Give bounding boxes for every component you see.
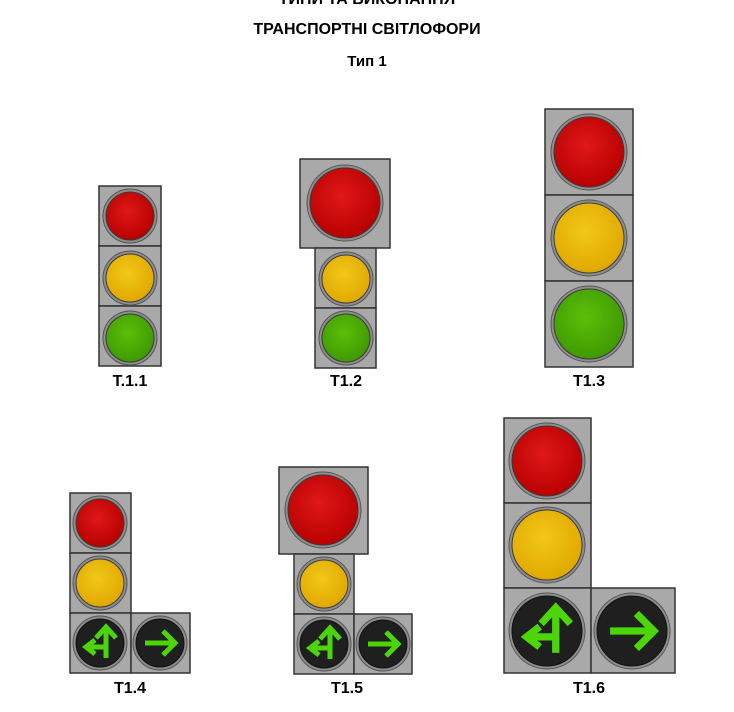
yellow-lens (511, 509, 583, 581)
signal-label-t13: T1.3 (572, 373, 605, 390)
signal-t12 (299, 158, 391, 369)
yellow-lens (553, 202, 625, 274)
green-lens (105, 313, 155, 363)
green-lens (321, 313, 371, 363)
red-lens (75, 498, 125, 548)
green-lens (553, 288, 625, 360)
red-lens (511, 425, 583, 497)
right-arrow-icon (368, 630, 402, 658)
red-lens (105, 191, 155, 241)
signal-label-t14: T1.4 (113, 680, 146, 697)
right-arrow-icon (145, 629, 179, 657)
red-lens (309, 167, 381, 239)
right-arrow-icon (610, 610, 660, 652)
signal-t11 (98, 185, 162, 367)
yellow-lens (299, 559, 349, 609)
left-straight-arrow-icon (305, 624, 342, 659)
signal-label-t11: T.1.1 (112, 373, 148, 390)
arrow-lens (511, 595, 583, 667)
signal-t15 (278, 466, 413, 675)
signal-label-t15: T1.5 (330, 680, 363, 697)
red-lens (287, 474, 359, 546)
arrow-lens (75, 618, 125, 668)
red-lens (553, 116, 625, 188)
yellow-lens (75, 558, 125, 608)
header-title-line1: ТИПИ ТА ВИКОНАННЯ (0, 0, 734, 9)
left-straight-arrow-icon (520, 602, 574, 653)
signal-t16 (503, 417, 676, 674)
arrow-lens (299, 619, 349, 669)
signal-t13 (544, 108, 634, 368)
yellow-lens (321, 254, 371, 304)
left-straight-arrow-icon (81, 623, 118, 658)
signal-label-t16: T1.6 (572, 680, 605, 697)
header-type-label: Тип 1 (347, 53, 387, 70)
signal-label-t12: T1.2 (329, 373, 362, 390)
yellow-lens (105, 253, 155, 303)
header-title-line2: ТРАНСПОРТНІ СВІТЛОФОРИ (253, 21, 481, 38)
signal-t14 (69, 492, 191, 674)
